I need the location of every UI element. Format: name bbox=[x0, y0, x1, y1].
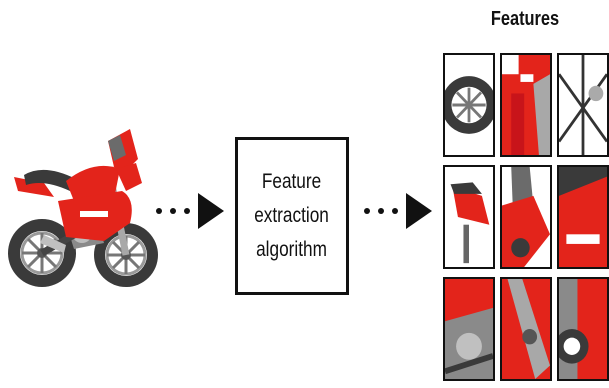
dot bbox=[184, 208, 190, 214]
feature-tile-body bbox=[557, 165, 609, 269]
feature-tile-wheel bbox=[443, 53, 495, 157]
feature-tile-spokes bbox=[557, 53, 609, 157]
algorithm-label: Feature extraction algorithm bbox=[254, 170, 330, 261]
feature-tile-tail bbox=[443, 165, 495, 269]
dot bbox=[378, 208, 384, 214]
motorcycle-image bbox=[4, 125, 160, 301]
features-title: Features bbox=[490, 8, 560, 30]
arrowhead-icon bbox=[406, 193, 432, 229]
feature-grid bbox=[443, 53, 609, 388]
dot bbox=[170, 208, 176, 214]
dot bbox=[156, 208, 162, 214]
arrow-algorithm-to-features bbox=[364, 193, 432, 229]
dot bbox=[392, 208, 398, 214]
arrow-input-to-algorithm bbox=[156, 193, 224, 229]
feature-tile-fork bbox=[500, 277, 552, 381]
feature-tile-fairing bbox=[500, 53, 552, 157]
feature-extraction-box: Feature extraction algorithm bbox=[235, 137, 349, 295]
arrowhead-icon bbox=[198, 193, 224, 229]
feature-tile-front-wheel bbox=[557, 277, 609, 381]
dot bbox=[364, 208, 370, 214]
feature-tile-headlight bbox=[500, 165, 552, 269]
feature-tile-engine bbox=[443, 277, 495, 381]
